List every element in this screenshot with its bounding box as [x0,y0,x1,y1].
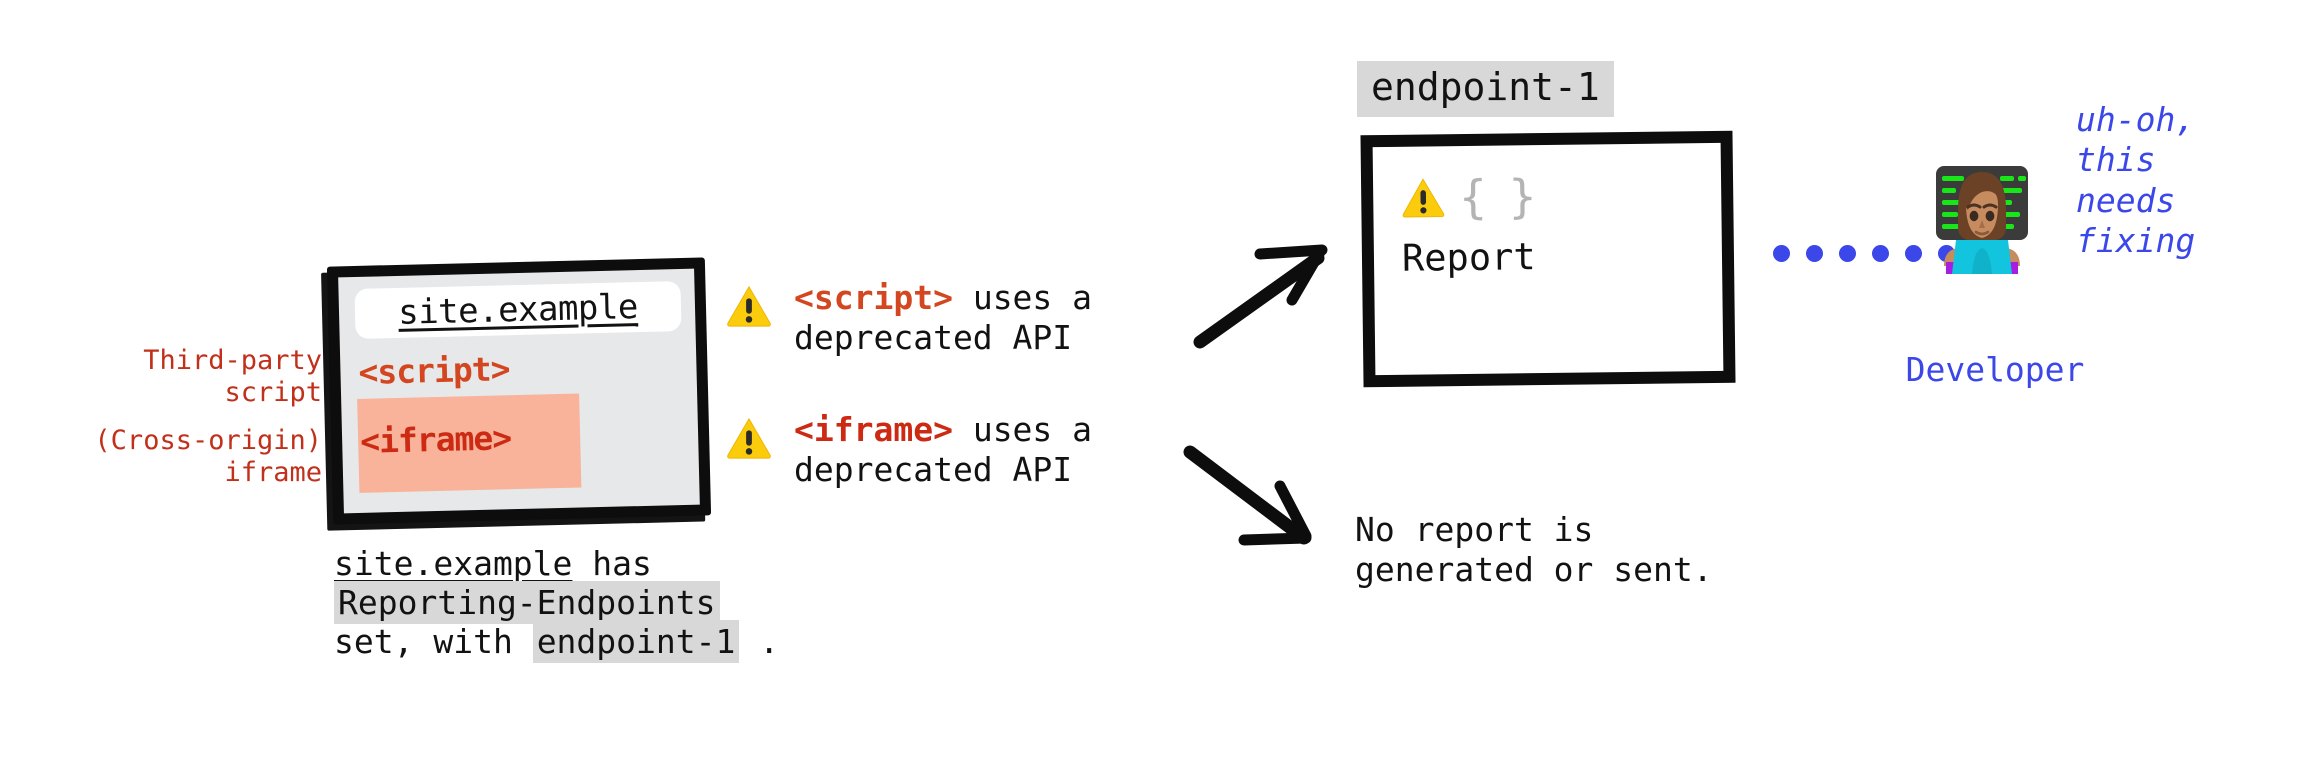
warning-rest-script: uses a [952,278,1093,317]
dotted-connector [1773,245,1955,262]
arrow-to-no-report-icon [1183,445,1312,546]
caption-has: has [572,544,652,583]
warning-triangle-icon [727,285,771,327]
caption-site-name: site.example [334,544,573,583]
report-title: Report [1401,235,1536,280]
warning-triangle-icon [1402,178,1445,218]
endpoint-1-label: endpoint-1 [1357,61,1614,117]
json-braces-icon: { } [1458,169,1534,225]
iframe-tag-label: <iframe> [359,418,512,461]
connector-dot [1806,245,1823,262]
developer-speech-bubble-text: uh-oh, this needs fixing [2076,100,2196,260]
connector-dot [1773,245,1790,262]
caption-period: . [739,621,780,661]
report-icon-row: { } [1401,169,1535,225]
report-box-content: { } Report [1401,169,1536,280]
annotation-third-party-script: Third-party script [143,345,322,408]
warning-tag-script: <script> [794,278,953,317]
browser-window-frame: site.example <script> <iframe> [326,257,712,525]
script-tag-label: <script> [358,349,510,392]
warning-line2-script: deprecated API [794,317,1073,357]
caption-endpoint-1: endpoint-1 [532,619,740,663]
caption-reporting-endpoints: Reporting-Endpoints [334,580,720,624]
developer-label: Developer [1905,350,2085,389]
url-text: site.example [397,287,639,333]
browser-window: site.example <script> <iframe> [321,257,712,531]
woman-technologist-emoji [1936,166,2028,274]
annotation-cross-origin-iframe: (Cross-origin) iframe [94,425,322,488]
arrow-to-report-icon [1193,244,1328,349]
url-bar[interactable]: site.example [354,281,682,339]
warning-tag-iframe: <iframe> [794,410,953,449]
warning-line2-iframe: deprecated API [794,449,1073,489]
caption-set-with: set, with [334,621,533,661]
connector-dot [1872,245,1889,262]
no-report-text: No report is generated or sent. [1355,510,1713,589]
warning-rest-iframe: uses a [952,410,1093,449]
connector-dot [1839,245,1856,262]
connector-dot [1905,245,1922,262]
warning-triangle-icon [727,417,771,459]
report-box: { } Report [1360,130,1736,388]
